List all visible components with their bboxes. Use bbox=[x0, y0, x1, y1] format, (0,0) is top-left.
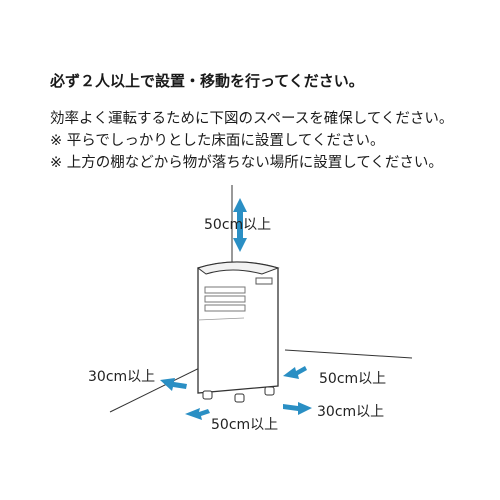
space-requirement-note: 効率よく運転するために下図のスペースを確保してください。 bbox=[50, 111, 454, 127]
flat-floor-note: ※ 平らでしっかりとした床面に設置してください。 bbox=[50, 133, 385, 149]
left-clearance-arrow bbox=[160, 378, 187, 391]
right-clearance-label: 30cm以上 bbox=[317, 404, 384, 420]
control-panel bbox=[255, 277, 273, 285]
back-clearance-arrow bbox=[283, 366, 307, 379]
right-clearance-arrow bbox=[283, 402, 312, 415]
installation-warning-heading: 必ず２人以上で設置・移動を行ってください。 bbox=[50, 72, 364, 90]
front-clearance-arrow bbox=[185, 408, 210, 420]
front-clearance-label: 50cm以上 bbox=[211, 417, 278, 433]
air-outlet-louvers bbox=[204, 286, 246, 312]
air-conditioner-unit bbox=[196, 261, 280, 403]
left-clearance-label: 30cm以上 bbox=[88, 369, 155, 385]
panel-seam bbox=[197, 317, 245, 321]
caster-wheels bbox=[202, 386, 275, 403]
clearance-arrows bbox=[160, 198, 312, 420]
floor-back-line bbox=[284, 349, 413, 359]
top-clearance-arrow bbox=[233, 198, 247, 252]
top-clearance-label: 50cm以上 bbox=[204, 217, 271, 233]
falling-objects-note: ※ 上方の棚などから物が落ちない場所に設置してください。 bbox=[50, 155, 443, 171]
unit-top bbox=[196, 261, 280, 275]
back-clearance-label: 50cm以上 bbox=[319, 371, 386, 387]
